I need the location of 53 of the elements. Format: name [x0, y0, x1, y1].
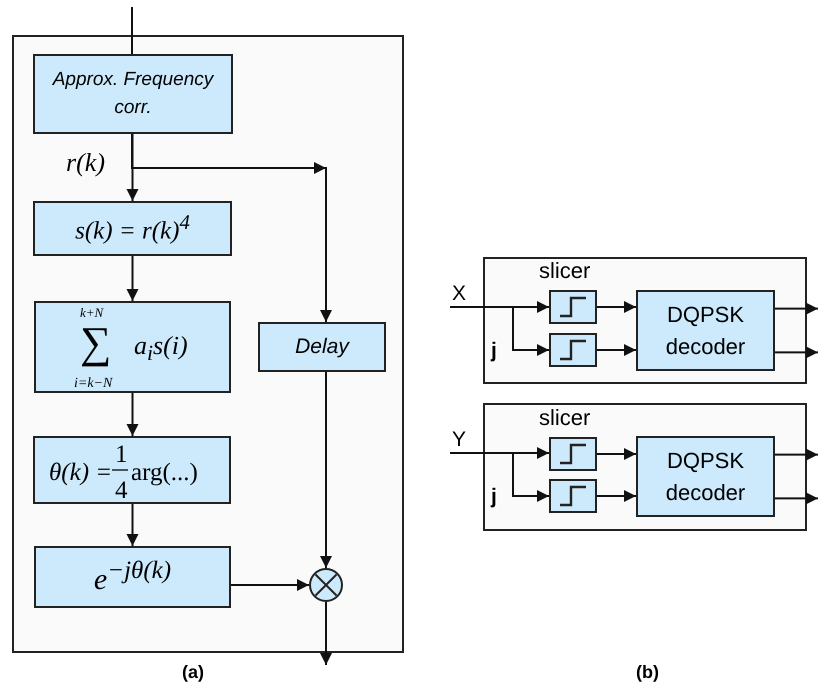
- arrow: [775, 448, 818, 461]
- panel-frame: [483, 257, 807, 384]
- arrow: [320, 372, 332, 568]
- arrow: [596, 301, 636, 313]
- block-text: 1: [115, 442, 128, 467]
- arrow: [231, 579, 309, 591]
- slicer-box: [549, 479, 597, 513]
- edge-label: j: [491, 340, 497, 361]
- arrow: [775, 492, 818, 504]
- arrow: [775, 302, 818, 315]
- block-text: e$^{−jθ(k)}$: [94, 556, 172, 598]
- panel-frame: [12, 35, 404, 653]
- block-text: Delay: [295, 334, 349, 360]
- formula-box: [33, 201, 232, 256]
- block-text: Approx. Frequency corr.: [51, 68, 215, 120]
- arrow: [131, 134, 332, 322]
- decoder-box: [636, 436, 775, 517]
- arrow: [126, 504, 138, 546]
- arrow: [596, 448, 636, 460]
- slicer-box: [549, 333, 597, 367]
- block-text: k+N: [80, 306, 104, 319]
- formula-box: [33, 436, 231, 504]
- block-text: arg(...): [131, 460, 198, 485]
- delay-box: [258, 322, 386, 372]
- edge-label: r(k): [66, 150, 105, 176]
- arrow: [126, 393, 138, 436]
- panel-caption: (a): [182, 663, 204, 681]
- multiplier-symbol: [309, 568, 343, 602]
- block-text: ∑: [80, 321, 112, 365]
- panel-caption: (b): [636, 663, 659, 681]
- panel-frame: [483, 403, 807, 531]
- arrow: [596, 344, 636, 356]
- edge-label: j: [491, 486, 497, 507]
- block-text: a$_{i}$s(i): [134, 333, 188, 365]
- block-text: DQPSK decoder: [664, 446, 746, 506]
- process-box: [33, 54, 233, 134]
- slicer-label: slicer: [539, 407, 590, 429]
- block-text: i=k−N: [74, 377, 112, 391]
- summation-box: [34, 301, 231, 393]
- block-text: 4: [115, 478, 128, 503]
- block-text: DQPSK decoder: [664, 300, 746, 360]
- block-text: θ(k) =: [49, 460, 112, 485]
- arrow: [775, 346, 818, 358]
- slicer-label: slicer: [539, 260, 590, 282]
- block-text: s(k) = r(k)$^{4}$: [75, 209, 190, 247]
- arrow: [126, 134, 138, 201]
- decoder-box: [636, 290, 775, 371]
- signal-label: Y: [447, 426, 471, 453]
- arrow: [596, 490, 636, 502]
- exponential-box: [34, 546, 231, 608]
- signal-label: X: [447, 280, 471, 307]
- arrow: [320, 601, 332, 665]
- arrow: [126, 256, 138, 301]
